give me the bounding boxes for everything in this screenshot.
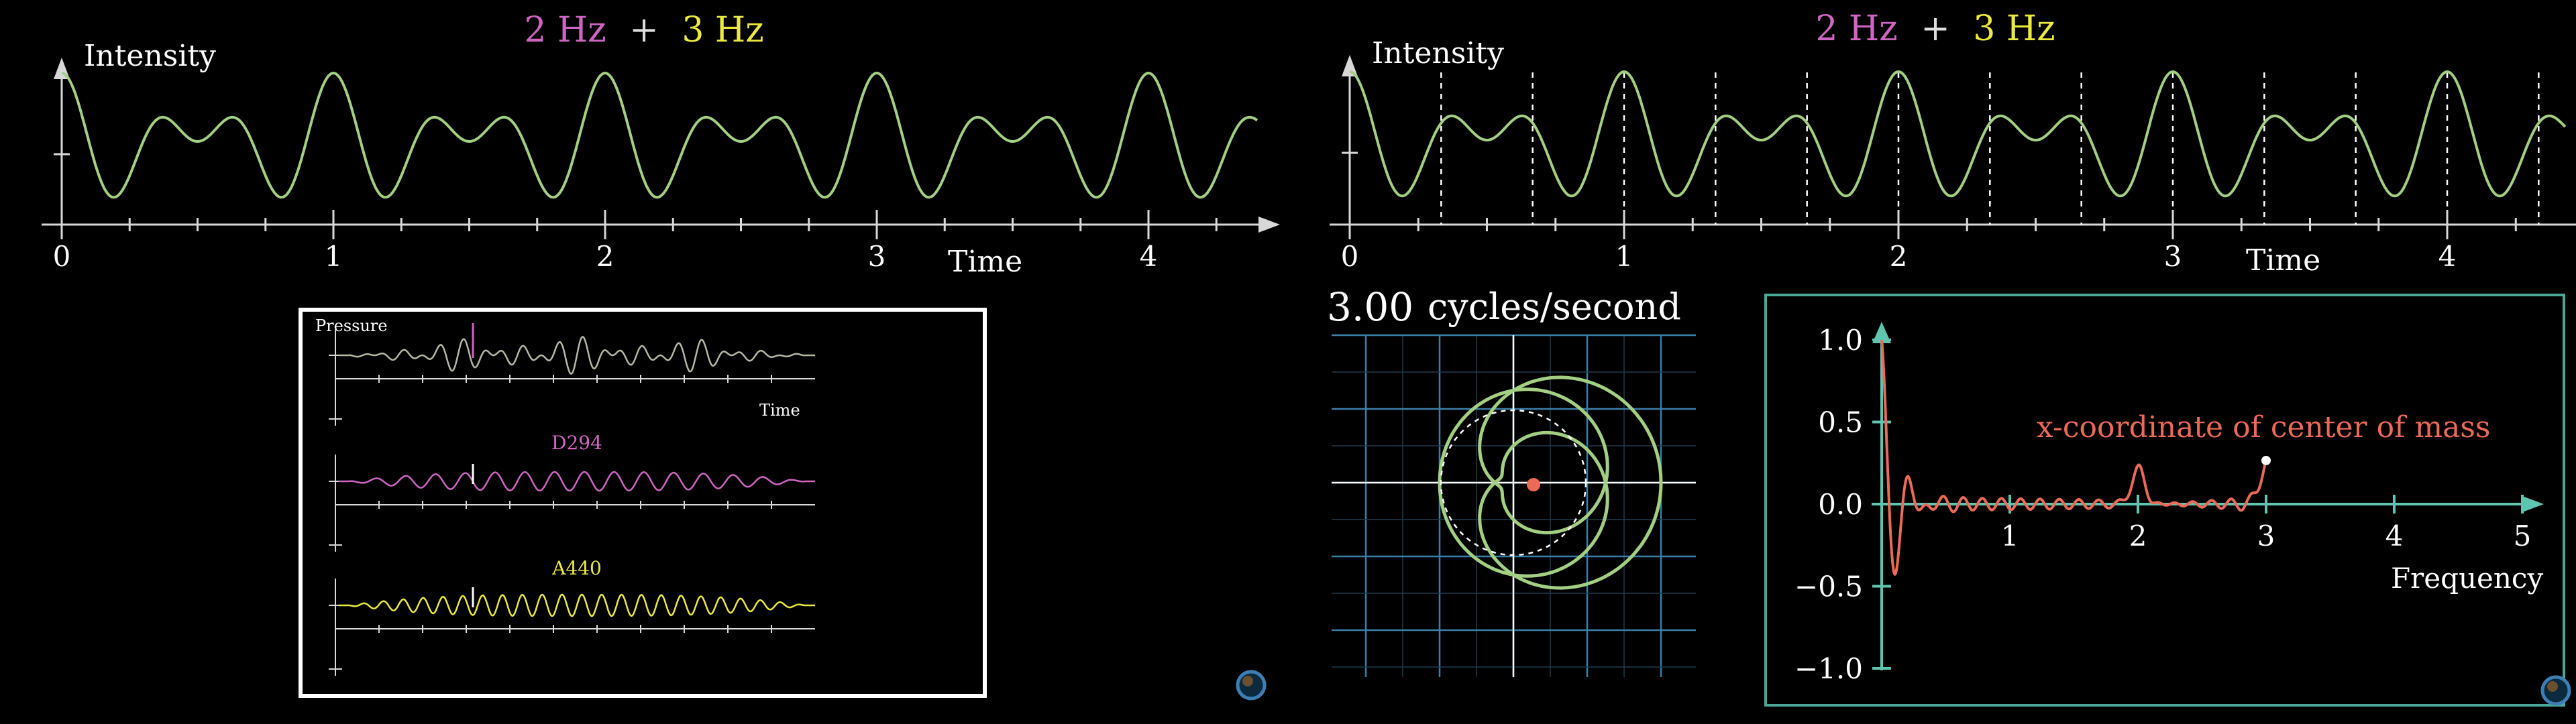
- winding-grid: [1332, 334, 1696, 677]
- x-tick-label: 0: [1341, 240, 1359, 273]
- inset-sum-wave: [339, 336, 815, 375]
- x-tick-label: 2: [1890, 240, 1908, 273]
- right-title-plus: +: [1921, 9, 1950, 49]
- right-title-3hz: 3 Hz: [1973, 9, 2055, 49]
- right-title: 2 Hz + 3 Hz: [1815, 9, 2055, 49]
- right-period-markers: [1440, 72, 2540, 225]
- right-wave-curve: [1349, 70, 2567, 198]
- left-title-3hz: 3 Hz: [682, 10, 763, 50]
- inset-d-label: D294: [551, 432, 602, 454]
- inset-d294-wave: [339, 471, 815, 492]
- left-title: 2 Hz + 3 Hz: [524, 10, 763, 50]
- x-tick-label: 4: [2438, 240, 2457, 273]
- left-xlabel: Time: [948, 245, 1022, 279]
- x-tick-label: 1: [1615, 240, 1633, 273]
- winding-unit-circle: [1440, 409, 1587, 556]
- right-xlabel: Time: [2246, 243, 2320, 278]
- left-x-axis-arrow: [1258, 217, 1280, 233]
- x-tick-label: 3: [868, 240, 886, 273]
- left-title-2hz: 2 Hz: [524, 10, 606, 50]
- x-tick-label: 3: [2164, 240, 2182, 273]
- left-title-plus: +: [629, 10, 659, 50]
- frequency-plot-frame: [1764, 294, 2565, 707]
- center-of-mass-x-curve: [1880, 339, 2267, 577]
- freq-x-tick-label: 1: [2001, 520, 2019, 552]
- inset-a440-wave: [339, 593, 815, 617]
- x-tick-label: 4: [1140, 240, 1158, 273]
- freq-y-axis-arrow: [1872, 322, 1891, 343]
- freq-xlabel: Frequency: [2391, 562, 2543, 595]
- winding-graph: [1438, 375, 1663, 590]
- x-tick-label: 1: [325, 240, 343, 273]
- frequency-plot: 1 2 3 4 5 1.0 0.5 0.0 −0.5 −1.0 x-coordinate of c…: [1764, 294, 2565, 707]
- freq-y-tick-label: 1.0: [1818, 324, 1863, 357]
- left-wave-curve: [61, 71, 1258, 199]
- right-title-2hz: 2 Hz: [1815, 9, 1897, 49]
- freq-y-tick-label: 0.5: [1818, 406, 1863, 439]
- inset-time-label: Time: [759, 401, 800, 420]
- left-time-plot: 2 Hz + 3 Hz Intensity Time 0 1 2 3 4: [42, 10, 1280, 279]
- freq-x-tick-label: 5: [2514, 520, 2532, 552]
- winding-plane: 3.00 cycles/second: [1327, 284, 1696, 677]
- x-tick-label: 0: [53, 240, 71, 273]
- freq-annotation: x-coordinate of center of mass: [2037, 410, 2490, 444]
- winding-frequency-unit: cycles/second: [1428, 286, 1681, 328]
- left-x-ticks: 0 1 2 3 4: [53, 210, 1218, 273]
- channel-logo-right: [2540, 675, 2571, 706]
- winding-frequency-value: 3.00: [1327, 284, 1413, 330]
- left-ylabel: Intensity: [84, 39, 216, 73]
- freq-x-axis-arrow: [2522, 496, 2544, 512]
- freq-y-tick-label: −0.5: [1794, 570, 1863, 603]
- x-tick-label: 2: [596, 240, 614, 273]
- inset-pressure-label: Pressure: [315, 316, 388, 335]
- right-time-plot: 2 Hz + 3 Hz Intensity Time 0 1 2 3 4: [1330, 9, 2576, 278]
- current-frequency-dot: [2261, 455, 2271, 465]
- freq-y-tick-label: −1.0: [1794, 652, 1863, 685]
- channel-logo-left: [1236, 670, 1267, 701]
- instrument-inset: Pressure Time D294 A440: [299, 308, 987, 698]
- inset-frame: [299, 308, 987, 698]
- freq-y-tick-label: 0.0: [1818, 488, 1863, 521]
- right-ylabel: Intensity: [1372, 36, 1504, 70]
- inset-a-label: A440: [551, 557, 602, 579]
- right-y-axis-arrow: [1342, 55, 1358, 76]
- freq-ticks: 1 2 3 4 5 1.0 0.5 0.0 −0.5 −1.0: [1794, 324, 2531, 685]
- center-of-mass-dot: [1527, 478, 1540, 491]
- freq-x-tick-label: 3: [2257, 520, 2275, 552]
- right-x-ticks: 0 1 2 3 4: [1341, 210, 2517, 273]
- freq-x-tick-label: 2: [2129, 520, 2147, 552]
- freq-x-tick-label: 4: [2385, 520, 2404, 552]
